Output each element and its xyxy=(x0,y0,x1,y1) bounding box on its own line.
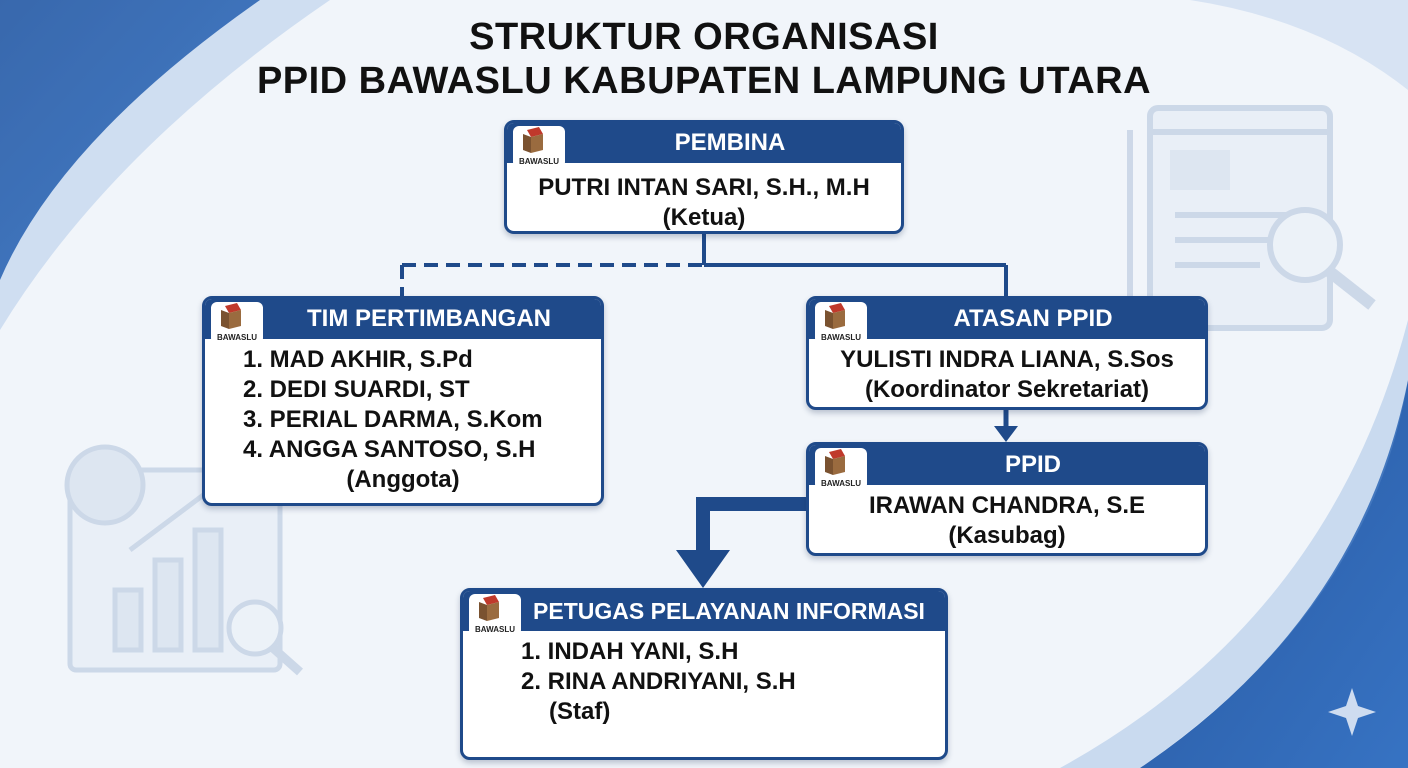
box-tim-pertimbangan: BAWASLU TIM PERTIMBANGAN 1. MAD AKHIR, S… xyxy=(202,296,604,506)
box-atasan-ppid: BAWASLU ATASAN PPID YULISTI INDRA LIANA,… xyxy=(806,296,1208,410)
tim-role: (Anggota) xyxy=(346,466,460,493)
box-ppid: BAWASLU PPID IRAWAN CHANDRA, S.E (Kasuba… xyxy=(806,442,1208,556)
connector-pembina xyxy=(702,232,1008,296)
svg-text:BAWASLU: BAWASLU xyxy=(821,333,861,342)
list-item: 1. INDAH YANI, S.H xyxy=(521,638,739,665)
bawaslu-logo-icon: BAWASLU xyxy=(513,126,565,168)
document-illustration-icon xyxy=(1127,105,1376,331)
pembina-name: PUTRI INTAN SARI, S.H., M.H xyxy=(538,174,870,201)
tim-header: TIM PERTIMBANGAN xyxy=(205,299,601,339)
ppid-header: PPID xyxy=(809,445,1205,485)
atasan-header: ATASAN PPID xyxy=(809,299,1205,339)
connector-tim-dashed xyxy=(400,263,704,296)
arrow-ppid-to-petugas xyxy=(676,497,806,588)
box-petugas: BAWASLU PETUGAS PELAYANAN INFORMASI 1. I… xyxy=(460,588,948,760)
list-item: 1. MAD AKHIR, S.Pd xyxy=(243,346,473,373)
ppid-role: (Kasubag) xyxy=(948,522,1066,549)
petugas-header: PETUGAS PELAYANAN INFORMASI xyxy=(463,591,945,631)
bawaslu-logo-icon: BAWASLU xyxy=(815,302,867,344)
svg-text:BAWASLU: BAWASLU xyxy=(217,333,257,342)
bawaslu-logo-icon: BAWASLU xyxy=(211,302,263,344)
svg-text:BAWASLU: BAWASLU xyxy=(519,157,559,166)
svg-text:BAWASLU: BAWASLU xyxy=(821,479,861,488)
atasan-role: (Koordinator Sekretariat) xyxy=(864,376,1150,403)
ppid-name: IRAWAN CHANDRA, S.E xyxy=(868,492,1145,519)
bawaslu-logo-icon: BAWASLU xyxy=(815,448,867,490)
pembina-header: PEMBINA xyxy=(507,123,901,163)
atasan-name: YULISTI INDRA LIANA, S.Sos xyxy=(840,346,1174,373)
bawaslu-logo-icon: BAWASLU xyxy=(469,594,521,636)
chart-illustration-icon xyxy=(64,444,303,676)
svg-text:BAWASLU: BAWASLU xyxy=(475,625,515,634)
page-title-line-2: PPID BAWASLU KABUPATEN LAMPUNG UTARA xyxy=(256,60,1152,102)
list-item: 4. ANGGA SANTOSO, S.H xyxy=(243,436,536,463)
page-title-line-1: STRUKTUR ORGANISASI xyxy=(469,16,939,58)
list-item: 2. DEDI SUARDI, ST xyxy=(243,376,470,403)
list-item: 3. PERIAL DARMA, S.Kom xyxy=(243,406,543,433)
pembina-role: (Ketua) xyxy=(662,204,746,231)
list-item: 2. RINA ANDRIYANI, S.H xyxy=(521,668,796,695)
petugas-role: (Staf) xyxy=(549,698,611,725)
sparkle-icon xyxy=(1328,688,1376,736)
box-pembina: BAWASLU PEMBINA PUTRI INTAN SARI, S.H., … xyxy=(504,120,904,234)
arrow-atasan-to-ppid xyxy=(994,410,1018,442)
